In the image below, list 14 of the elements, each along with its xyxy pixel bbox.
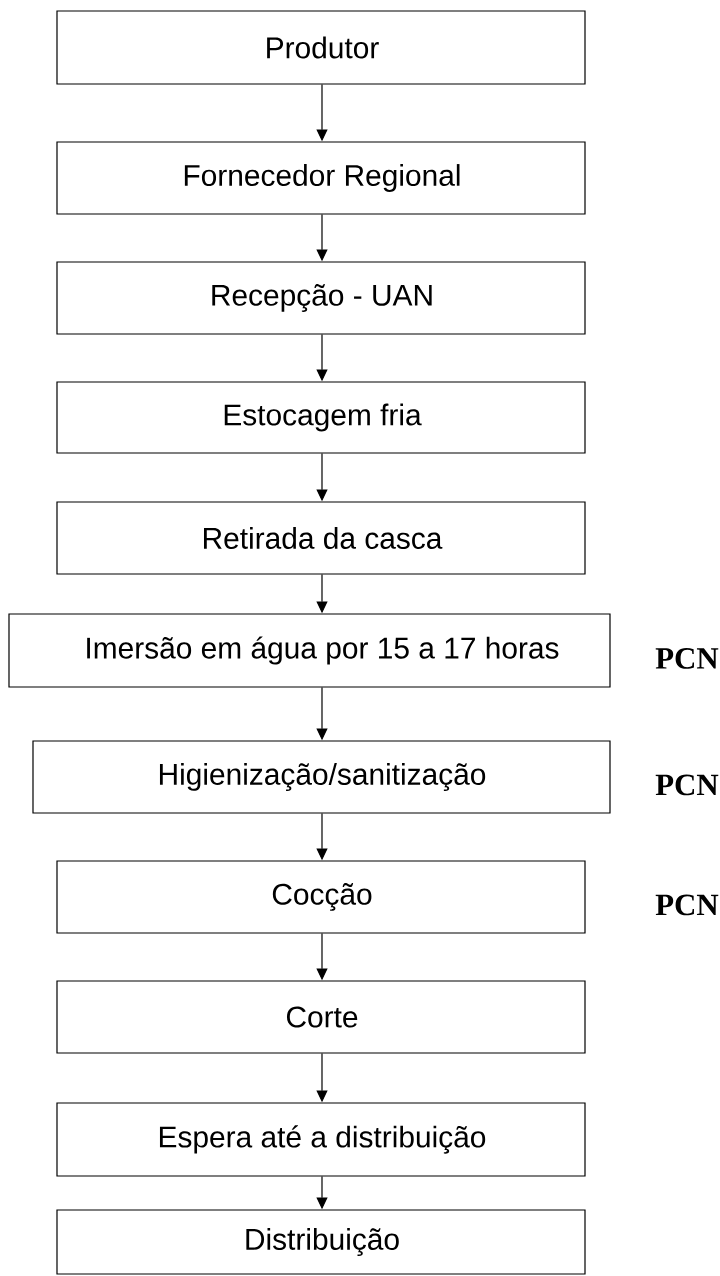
process-box: Higienização/sanitização (32, 740, 611, 814)
process-box: Imersão em água por 15 a 17 horas (8, 613, 611, 688)
annotation-label: PCN (655, 894, 719, 916)
process-box: Cocção (56, 860, 586, 934)
process-box: Espera até a distribuição (56, 1102, 586, 1177)
annotation-label: PCN (655, 648, 719, 669)
annotation-label: PCN (655, 774, 719, 796)
process-box: Retirada da casca (56, 501, 586, 575)
process-box: Distribuição (56, 1209, 586, 1275)
process-box: Produtor (56, 10, 586, 85)
process-box: Fornecedor Regional (56, 141, 586, 215)
process-box: Estocagem fria (56, 381, 586, 454)
process-box: Recepção - UAN (56, 261, 586, 335)
process-box: Corte (56, 980, 586, 1054)
